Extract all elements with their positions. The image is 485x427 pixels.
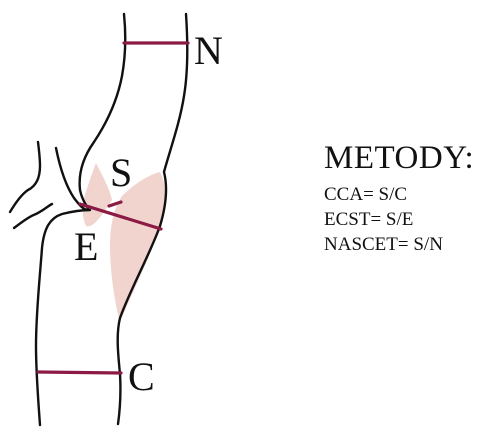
label-n: N [194, 28, 223, 73]
label-c: C [128, 354, 155, 399]
formula-nascet: NASCET= S/N [324, 232, 474, 257]
label-e: E [74, 224, 98, 269]
methods-title: METODY: [324, 140, 474, 176]
formula-cca: CCA= S/C [324, 182, 474, 207]
external-carotid-wall-inner [14, 204, 52, 228]
label-s: S [110, 150, 132, 195]
methods-panel: METODY: CCA= S/C ECST= S/E NASCET= S/N [324, 140, 474, 257]
external-carotid-wall-outer [10, 142, 40, 212]
measure-line-c [38, 372, 121, 373]
plaque-left [83, 163, 112, 226]
formula-ecst: ECST= S/E [324, 207, 474, 232]
